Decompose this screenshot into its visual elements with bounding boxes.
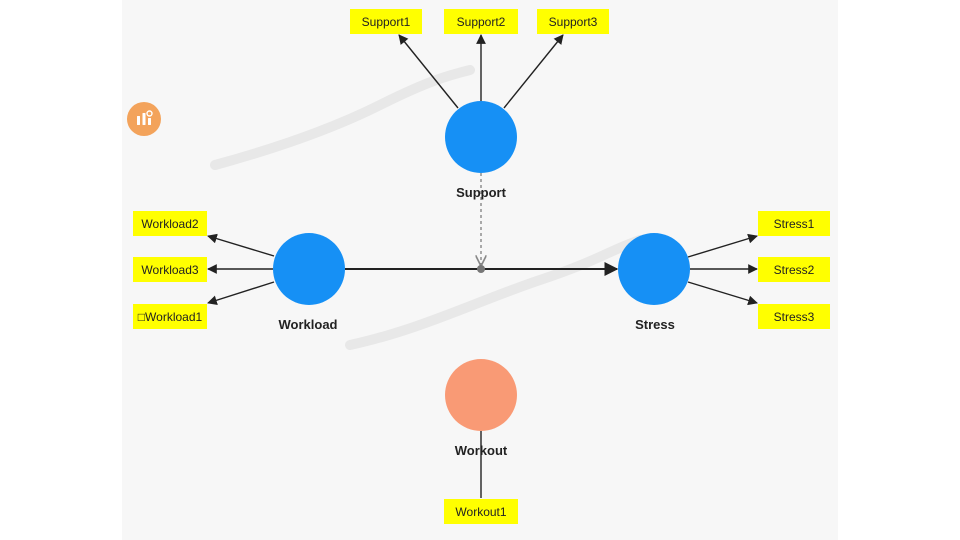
indicator-workload3[interactable]: Workload3	[133, 257, 207, 282]
indicator-workload1-label: □Workload1	[138, 310, 203, 324]
app-badge-icon	[137, 110, 153, 125]
indicator-workload1[interactable]: □Workload1	[133, 304, 207, 329]
indicator-stress2-label: Stress2	[774, 263, 815, 277]
arrow-stress-to-stress1	[687, 233, 758, 258]
indicator-workout1-label: Workout1	[455, 505, 506, 519]
indicator-support2[interactable]: Support2	[444, 9, 518, 34]
moderation-junction-dot	[477, 265, 485, 273]
indicator-workload3-label: Workload3	[141, 263, 198, 277]
latent-workout[interactable]	[445, 359, 517, 431]
indicator-support3-label: Support3	[549, 15, 598, 29]
indicator-stress1-label: Stress1	[774, 217, 815, 231]
indicator-stress3-label: Stress3	[774, 310, 815, 324]
latent-support[interactable]	[445, 101, 517, 173]
app-badge[interactable]	[127, 102, 161, 136]
arrow-support-to-support1	[398, 34, 459, 109]
latent-support-label: Support	[456, 185, 506, 200]
indicator-support2-label: Support2	[457, 15, 506, 29]
indicator-workload2[interactable]: Workload2	[133, 211, 207, 236]
indicator-workout1[interactable]: Workout1	[444, 499, 518, 524]
arrow-stress-to-stress3	[687, 281, 758, 306]
indicator-support3[interactable]: Support3	[537, 9, 609, 34]
indicator-stress2[interactable]: Stress2	[758, 257, 830, 282]
arrow-workload-to-workload2	[207, 233, 275, 257]
latent-workload[interactable]	[273, 233, 345, 305]
indicator-stress3[interactable]: Stress3	[758, 304, 830, 329]
indicator-workload2-label: Workload2	[141, 217, 198, 231]
indicator-support1[interactable]: Support1	[350, 9, 422, 34]
arrow-support-to-support3	[503, 34, 564, 109]
arrow-workload-to-workload1	[207, 281, 275, 305]
latent-stress[interactable]	[618, 233, 690, 305]
watermark	[210, 65, 645, 350]
latent-workout-label: Workout	[455, 443, 508, 458]
latent-stress-label: Stress	[635, 317, 675, 332]
indicator-stress1[interactable]: Stress1	[758, 211, 830, 236]
indicator-support1-label: Support1	[362, 15, 411, 29]
latent-workload-label: Workload	[279, 317, 338, 332]
